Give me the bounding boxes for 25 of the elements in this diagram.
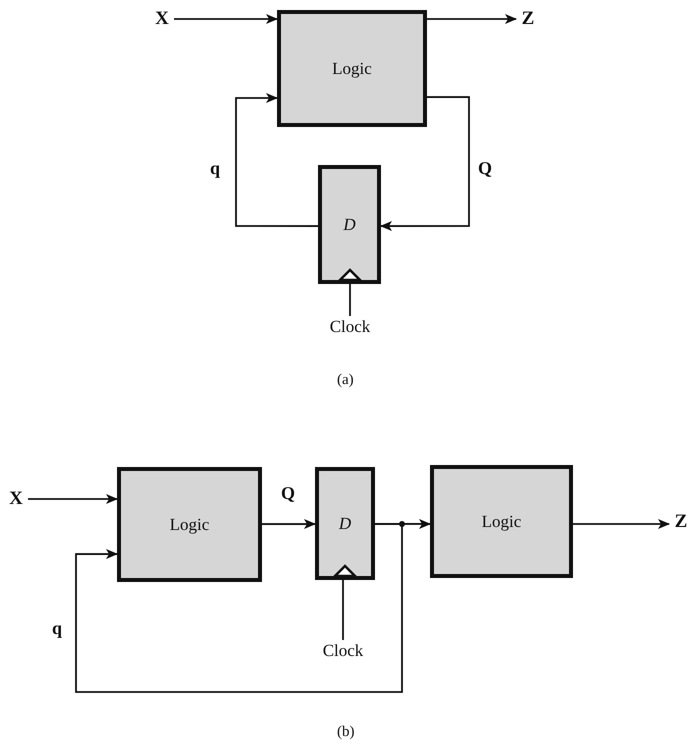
clock-label: Clock: [311, 640, 375, 662]
arrow: [573, 518, 670, 529]
arrow: [262, 519, 316, 530]
signal-name: X: [150, 8, 174, 30]
logic-block: Logic: [277, 10, 427, 127]
arrow: [28, 494, 118, 504]
arrow: [174, 14, 278, 24]
arrow: [235, 93, 318, 227]
arrow: [380, 96, 470, 232]
subfigure-caption: (b): [337, 723, 354, 741]
signal-name: Z: [516, 8, 540, 30]
arrow: [75, 523, 403, 693]
signal-name: X: [4, 488, 28, 510]
flip-flop-box: [318, 165, 381, 284]
clock-label: Clock: [318, 316, 382, 338]
flip-flop-box: [315, 467, 375, 580]
subfigure-caption: (a): [337, 371, 354, 389]
connector-line: [349, 284, 351, 316]
arrow: [427, 14, 517, 24]
connector-line: [342, 580, 344, 640]
logic-block: Logic: [117, 467, 262, 582]
logic-block: Logic: [430, 465, 573, 578]
flip-flop-label: D: [338, 514, 352, 534]
flip-flop-label: D: [343, 214, 356, 234]
signal-name: Z: [669, 511, 693, 533]
